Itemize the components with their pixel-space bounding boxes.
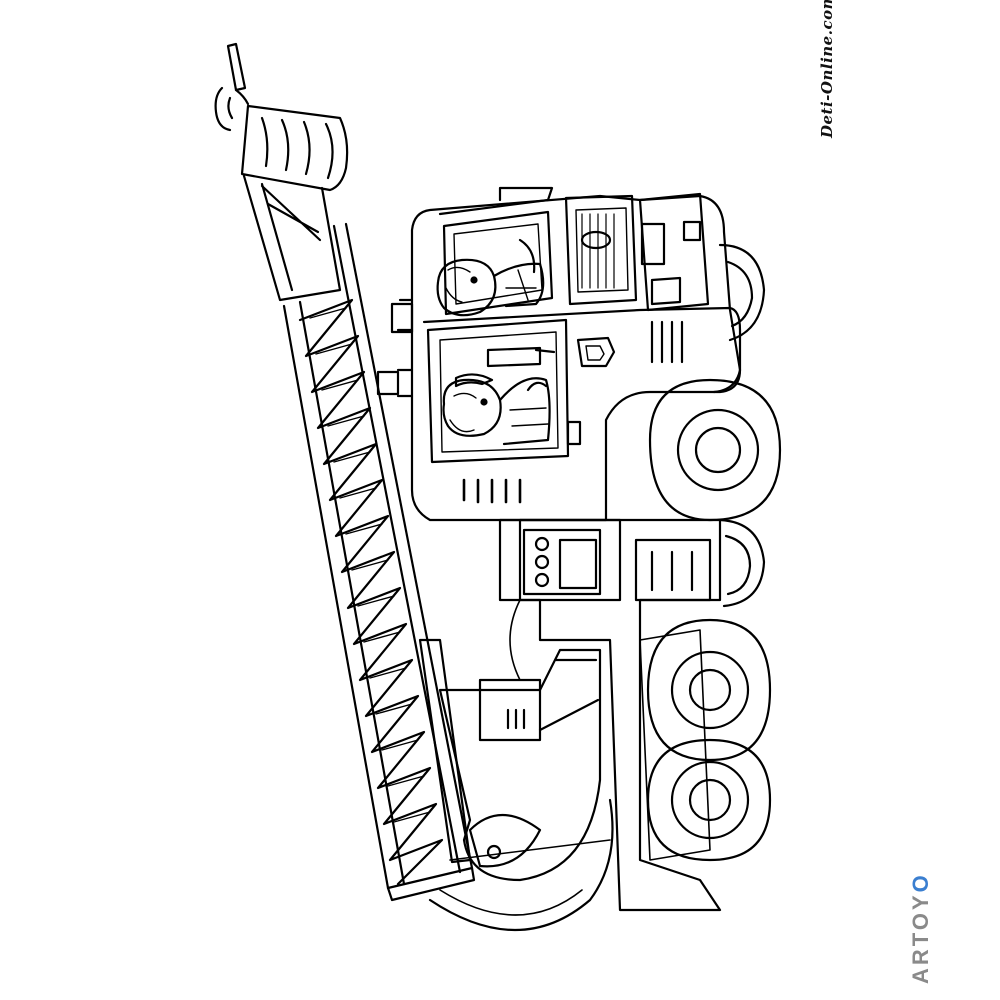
ladder-top-drum — [240, 104, 349, 192]
wheel-rear-2 — [646, 738, 772, 862]
wheel-front — [648, 378, 782, 522]
cab — [376, 186, 742, 522]
side-vent — [634, 538, 712, 602]
driver-top — [436, 258, 545, 317]
ladder-rail-left — [282, 304, 390, 890]
truck-body — [498, 518, 722, 912]
driver-bottom — [442, 373, 551, 446]
badge — [576, 336, 616, 368]
ladder — [214, 42, 476, 902]
wheels — [646, 243, 782, 862]
wheel-middle — [718, 518, 766, 608]
brand-watermark: ARTOYO — [908, 862, 938, 984]
wheel-rear-1 — [646, 618, 772, 762]
side-screen — [558, 538, 598, 590]
brand-watermark-tail: O — [908, 872, 933, 893]
cab-window-top — [442, 210, 554, 316]
cab-window-main — [426, 318, 570, 464]
brand-watermark-main: ARTOY — [908, 892, 933, 984]
ladder-rail-right — [332, 224, 462, 874]
grille-top — [564, 194, 638, 306]
site-watermark: Deti-Online.com — [818, 0, 836, 138]
